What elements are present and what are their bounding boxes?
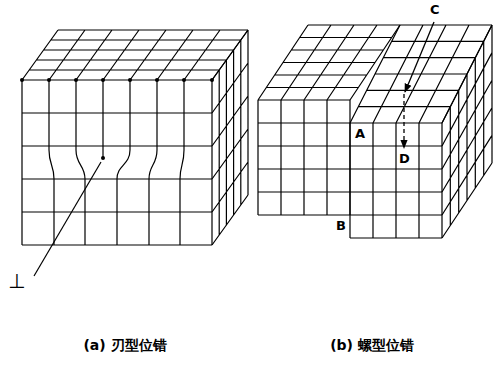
leader-arrow <box>405 22 434 92</box>
dashed-arrow <box>403 94 404 148</box>
edge-dislocation-lattice <box>20 30 248 245</box>
figure-caption: (b) 螺型位错 <box>330 338 414 353</box>
screw-dislocation-lattice <box>258 25 492 238</box>
point-label: D <box>398 152 411 166</box>
figure-caption: (a) 刃型位错 <box>83 338 166 353</box>
dislocation-symbol: ⊥ <box>8 270 25 292</box>
leader-line <box>34 162 101 276</box>
point-label: B <box>335 219 347 233</box>
point-label: C <box>429 3 441 17</box>
point-label: A <box>354 127 366 141</box>
